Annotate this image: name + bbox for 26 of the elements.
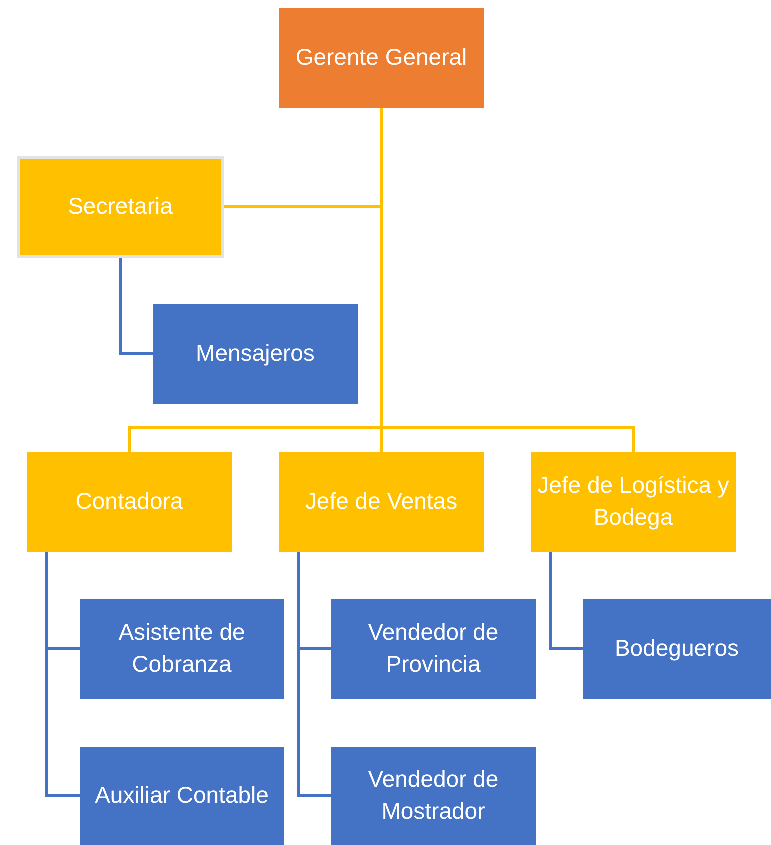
org-box [80, 747, 284, 845]
position-title: Auxiliar Contable [95, 781, 269, 810]
connector-line [550, 552, 583, 650]
position-title: Jefe de Ventas [305, 487, 458, 516]
org-box [331, 599, 536, 699]
org-box [80, 599, 284, 699]
org-box [331, 747, 536, 845]
position-title: Mensajeros [196, 339, 315, 368]
org-box [583, 599, 771, 699]
position-title: Secretaria [68, 192, 173, 222]
org-box [153, 304, 358, 404]
position-title: Contadora [76, 487, 184, 516]
position-title: Jefe de Logística y Bodega [537, 471, 730, 532]
position-title: Gerente General [296, 43, 468, 72]
org-box [27, 452, 232, 552]
position-title: Vendedor de Mostrador [367, 765, 500, 826]
position-title: Bodegueros [614, 634, 740, 664]
connector-line [298, 552, 331, 798]
connector-line [119, 258, 153, 356]
org-box [17, 156, 224, 258]
org-box [279, 452, 484, 552]
org-box [531, 452, 736, 552]
position-title: Vendedor de Provincia [367, 618, 500, 679]
position-title: Asistente de Cobranza [118, 618, 246, 679]
org-box [279, 8, 484, 108]
connector-line [46, 552, 80, 798]
